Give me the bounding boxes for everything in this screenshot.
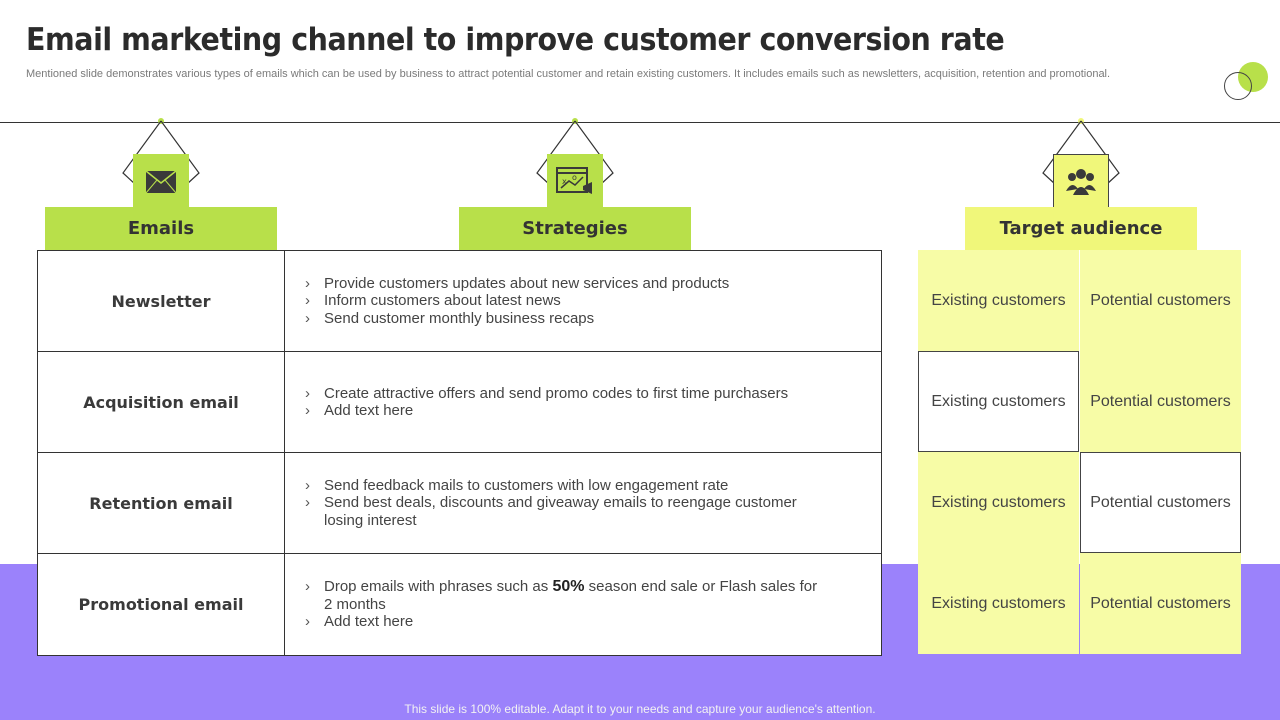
strategy-item: ›Send feedback mails to customers with l… (305, 476, 729, 494)
table-row: Promotional email ›Drop emails with phra… (38, 554, 881, 655)
audience-existing-cell: Existing customers (918, 250, 1079, 351)
email-type-cell: Acquisition email (38, 352, 285, 452)
strategy-cell: ›Send feedback mails to customers with l… (285, 453, 881, 553)
audience-potential-cell: Potential customers (1080, 452, 1241, 553)
audience-potential-cell: Potential customers (1080, 250, 1241, 351)
audience-group-icon (1053, 154, 1109, 210)
table-row: Acquisition email ›Create attractive off… (38, 352, 881, 453)
strategy-cell: ›Create attractive offers and send promo… (285, 352, 881, 452)
strategy-item: ›Inform customers about latest news (305, 292, 561, 310)
decorative-circle-ring (1224, 72, 1252, 100)
page-title: Email marketing channel to improve custo… (26, 22, 1005, 58)
target-audience-grid: Existing customers Potential customers E… (918, 250, 1241, 656)
audience-potential-cell: Potential customers (1080, 351, 1241, 452)
strategy-item: ›Send customer monthly business recaps (305, 309, 595, 327)
email-type-cell: Retention email (38, 453, 285, 553)
target-audience-header: Target audience (965, 207, 1197, 250)
strategies-header: Strategies (459, 207, 691, 250)
audience-existing-cell: Existing customers (918, 553, 1079, 654)
strategy-item: ›Provide customers updates about new ser… (305, 274, 730, 292)
email-strategy-table: Newsletter ›Provide customers updates ab… (37, 250, 882, 656)
strategy-item: ›Add text here (305, 402, 414, 419)
target-audience-header-label: Target audience (999, 218, 1163, 239)
audience-potential-cell: Potential customers (1080, 553, 1241, 654)
page-subtitle: Mentioned slide demonstrates various typ… (26, 68, 1111, 80)
strategy-item: ›Send best deals, discounts and giveaway… (305, 494, 797, 529)
strategy-cell: ›Drop emails with phrases such as 50% se… (285, 554, 881, 655)
footer-note: This slide is 100% editable. Adapt it to… (404, 702, 876, 716)
strategy-item: ›Drop emails with phrases such as 50% se… (305, 578, 818, 613)
emails-header-label: Emails (127, 218, 195, 239)
svg-text:o: o (572, 173, 577, 182)
strategies-header-label: Strategies (522, 218, 628, 239)
svg-text:x: x (562, 177, 567, 186)
strategy-cell: ›Provide customers updates about new ser… (285, 251, 881, 351)
audience-existing-cell: Existing customers (918, 351, 1079, 452)
marketing-strategy-icon: x o (547, 154, 603, 210)
strategy-item: ›Add text here (305, 613, 414, 631)
table-row: Retention email ›Send feedback mails to … (38, 453, 881, 554)
email-type-cell: Newsletter (38, 251, 285, 351)
table-row: Newsletter ›Provide customers updates ab… (38, 251, 881, 352)
header-divider (0, 122, 1280, 123)
email-type-cell: Promotional email (38, 554, 285, 655)
audience-existing-cell: Existing customers (918, 452, 1079, 553)
envelope-icon (133, 154, 189, 210)
strategy-item: ›Create attractive offers and send promo… (305, 384, 789, 402)
emails-header: Emails (45, 207, 277, 250)
